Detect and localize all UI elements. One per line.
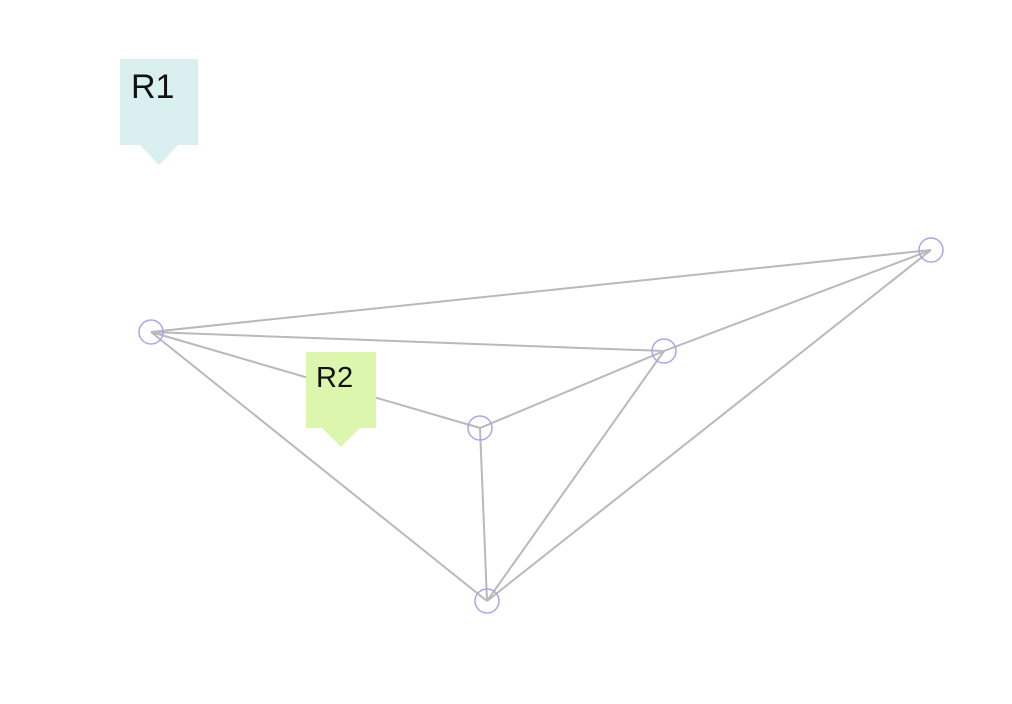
graph-node-n4[interactable] bbox=[467, 415, 493, 441]
marker-label-r2: R2 bbox=[306, 352, 376, 447]
graph-edges bbox=[150, 249, 932, 602]
marker-label-text: R2 bbox=[316, 362, 354, 394]
graph-node-n3[interactable] bbox=[651, 338, 677, 364]
marker-label-box bbox=[306, 352, 376, 428]
graph-node-n2[interactable] bbox=[918, 237, 944, 263]
graph-edge-n4-n5 bbox=[479, 427, 488, 602]
graph-edge-n1-n2 bbox=[150, 249, 932, 333]
graph-edge-n2-n3 bbox=[663, 249, 932, 352]
graph-node-n5[interactable] bbox=[474, 588, 500, 614]
graph-edge-n3-n5 bbox=[486, 350, 665, 602]
marker-label-pointer bbox=[140, 145, 178, 165]
graph-nodes bbox=[138, 237, 944, 614]
graph-edge-n1-n5 bbox=[150, 331, 488, 602]
graph-edge-n2-n5 bbox=[486, 249, 932, 602]
marker-label-r1: R1 bbox=[120, 59, 198, 165]
graph-node-n1[interactable] bbox=[138, 319, 164, 345]
graph-edge-n3-n4 bbox=[479, 350, 665, 429]
marker-label-pointer bbox=[322, 428, 360, 447]
graph-edge-n1-n3 bbox=[150, 331, 665, 352]
marker-label-text: R1 bbox=[131, 68, 175, 106]
marker-label-box bbox=[120, 59, 198, 145]
